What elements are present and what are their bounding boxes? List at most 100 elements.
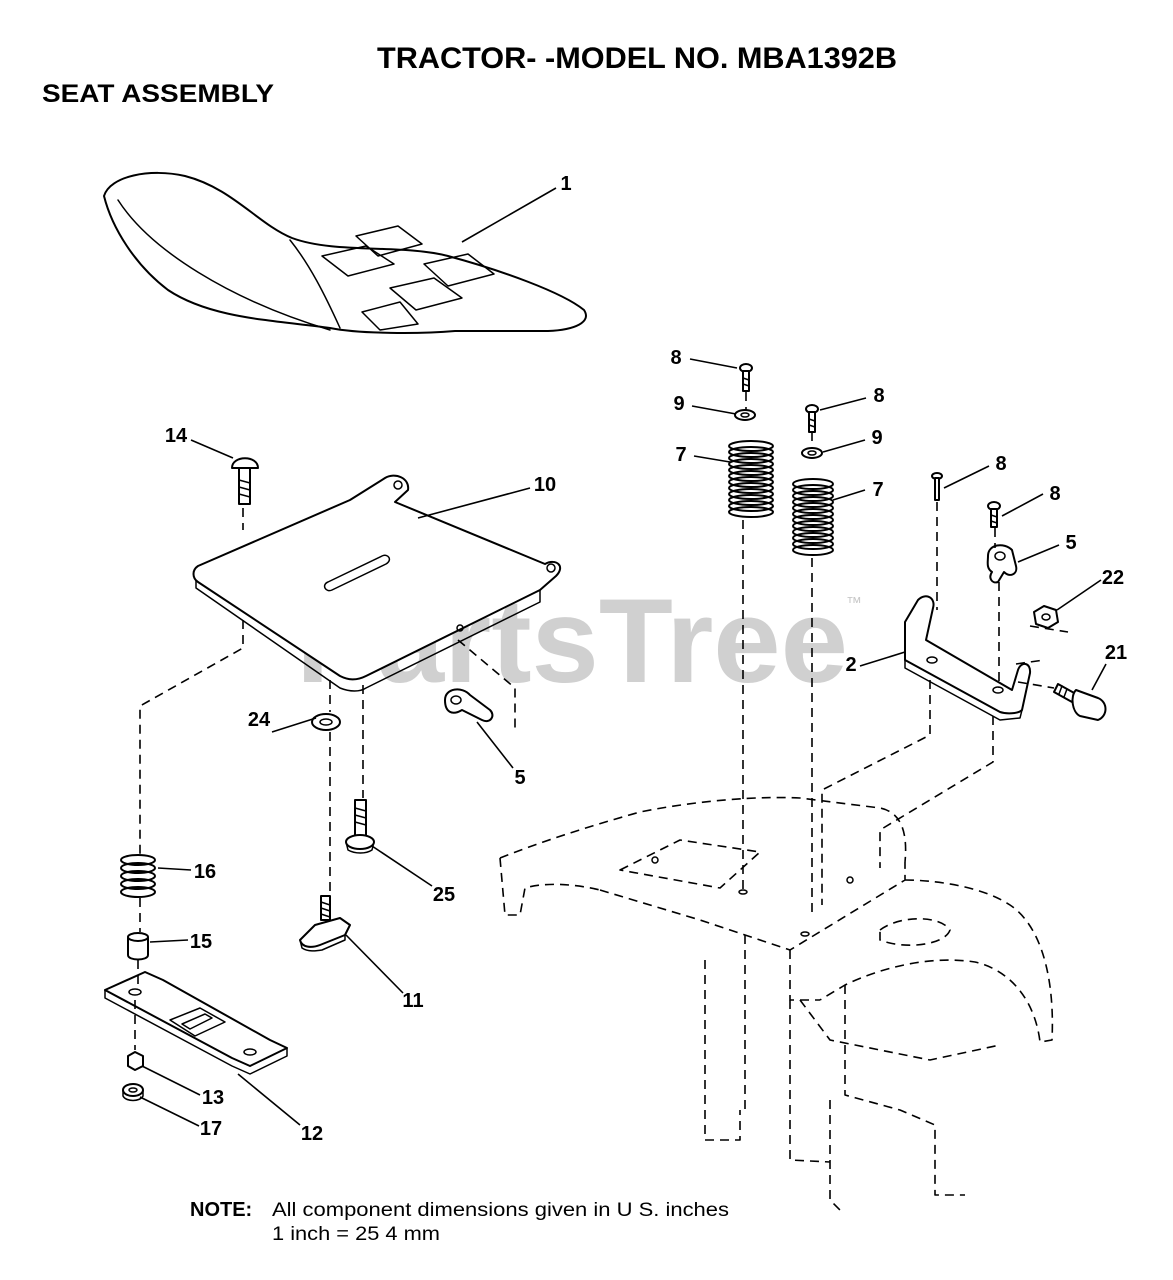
seat-outline (103, 172, 587, 334)
assembly-line (879, 716, 994, 868)
bracket-edge (904, 659, 1023, 721)
washer-outer (801, 447, 823, 459)
washer-hole (128, 1087, 138, 1093)
clip-hole (450, 695, 462, 705)
frame-rail (704, 960, 741, 1141)
leader-line (1017, 544, 1060, 563)
nut-part-13 (127, 1051, 144, 1071)
assembly-lines (134, 392, 1069, 1050)
spring-part-7a (728, 440, 774, 518)
washer-hole (807, 450, 817, 456)
nut-hole (1041, 613, 1051, 621)
spring-coil (792, 526, 834, 538)
spring-coil (792, 514, 834, 526)
washer-part-9a (734, 409, 756, 421)
spring-coil (792, 538, 834, 550)
callout-label-1: 1 (560, 173, 571, 195)
washer-part-17 (122, 1083, 144, 1102)
callout-label-16: 16 (194, 861, 216, 883)
leader-line (345, 934, 404, 994)
washer-part-24 (311, 713, 341, 731)
assembly-line (1017, 681, 1055, 689)
plate-edge (104, 989, 288, 1075)
callout-label-5: 5 (1065, 532, 1076, 554)
spring-coil (120, 878, 156, 890)
seat-part (103, 172, 587, 334)
spring-coil (728, 440, 774, 452)
plate-top (104, 971, 288, 1067)
spring-coil (728, 452, 774, 464)
callout-label-8: 8 (995, 453, 1006, 475)
spring-coil (120, 870, 156, 882)
dimension-note: NOTE: All component dimensions given in … (190, 1199, 729, 1245)
clip-part-right (986, 544, 1018, 584)
frame-step (789, 950, 820, 1001)
seat-pan-hole (546, 563, 556, 573)
callout-label-14: 14 (165, 425, 188, 447)
spring-part-7b (792, 478, 834, 556)
plate-hole (243, 1048, 257, 1056)
spring-coil (728, 500, 774, 512)
callout-label-9: 9 (871, 427, 882, 449)
callout-label-17: 17 (200, 1118, 222, 1140)
frame-side (799, 999, 1001, 1061)
leader-line (271, 717, 317, 733)
bolt-flange (345, 841, 375, 854)
spring-coil (792, 532, 834, 544)
assembly-line (139, 620, 244, 855)
bolt-shank (808, 411, 816, 433)
leader-line (237, 1073, 301, 1126)
washer-outer (734, 409, 756, 421)
spring-coil (792, 544, 834, 556)
leader-line (476, 721, 514, 769)
spring-coil (728, 506, 774, 518)
spring-coil (120, 854, 156, 866)
assembly-line (1015, 659, 1045, 665)
watermark-trademark: ™ (846, 595, 862, 612)
bolt-shank (742, 370, 750, 392)
spring-coil (792, 502, 834, 514)
bolt-thread (808, 418, 816, 428)
callout-label-5: 5 (514, 767, 525, 789)
leader-line (689, 358, 738, 369)
leader-line (141, 1065, 201, 1096)
seat-pan-edge (195, 575, 541, 692)
seat-pan-hole (393, 480, 403, 490)
bolt-part-8a (739, 363, 753, 392)
leader-line (832, 489, 866, 501)
callout-label-25: 25 (433, 884, 455, 906)
section-title: SEAT ASSEMBLY (42, 80, 274, 108)
callout-label-7: 7 (675, 444, 686, 466)
carriage-bolt-part (231, 457, 259, 505)
washer-outer (122, 1083, 144, 1097)
bolt-part-8c (931, 472, 943, 501)
bracket-hole (926, 656, 938, 664)
note-line-2: 1 inch = 25 4 mm (272, 1224, 440, 1245)
plate-cutout (169, 1007, 226, 1037)
callout-label-22: 22 (1102, 567, 1124, 589)
callout-label-8: 8 (670, 347, 681, 369)
spring-coil (728, 458, 774, 470)
nut-body (127, 1051, 144, 1071)
spacer-top (127, 932, 149, 942)
clip-part-left (444, 688, 494, 722)
tractor-frame-phantom (499, 796, 1054, 1211)
callout-label-13: 13 (202, 1087, 224, 1109)
seat-pan-hole (456, 624, 464, 632)
callout-label-8: 8 (1049, 483, 1060, 505)
seat-pan-plate (192, 474, 562, 681)
note-label: NOTE: (190, 1199, 252, 1221)
frame-rail (844, 985, 965, 1196)
leader-line (461, 187, 557, 243)
bolt-shank (934, 477, 940, 501)
spring-coil (792, 496, 834, 508)
callout-label-10: 10 (534, 474, 556, 496)
page-title: TRACTOR- -MODEL NO. MBA1392B (377, 42, 897, 75)
spring-coil (728, 464, 774, 476)
knob-edge (299, 934, 346, 952)
callout-label-7: 7 (872, 479, 883, 501)
plate-hole (128, 988, 142, 996)
seat-seam (117, 199, 331, 331)
bolt-thread (1058, 685, 1068, 698)
callout-labels: 1 14 10 24 5 16 25 15 11 13 17 12 8 9 7 … (165, 173, 1127, 1145)
